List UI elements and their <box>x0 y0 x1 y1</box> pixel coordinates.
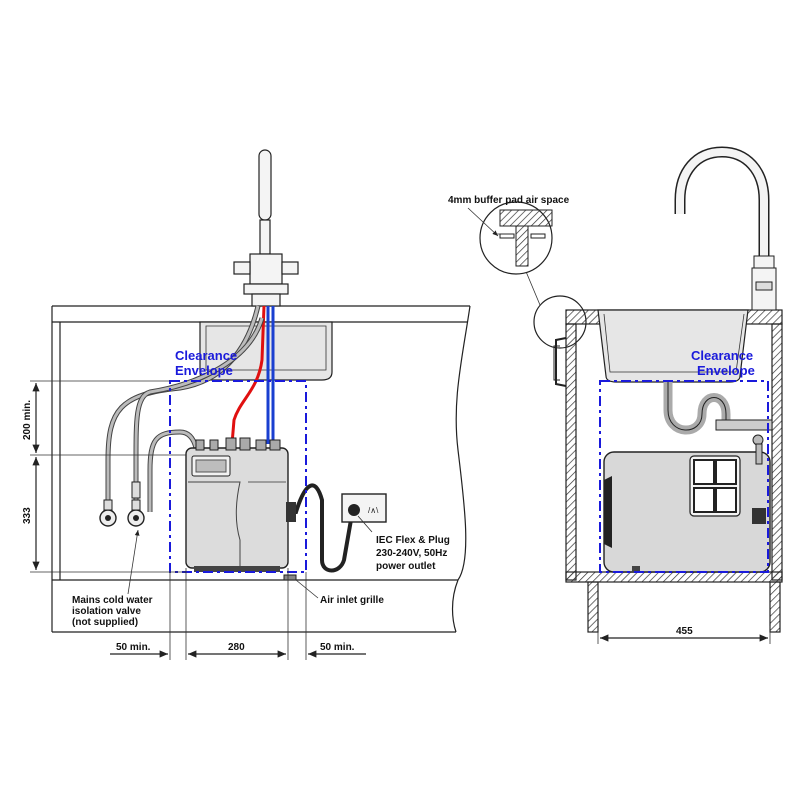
power-label-1: IEC Flex & Plug <box>376 535 450 546</box>
dim-200-min: 200 min. <box>22 400 33 440</box>
valve-leader <box>127 529 140 595</box>
front-view: /∧\ Clearance Envelope 200 min. 333 <box>22 149 471 660</box>
svg-text:/∧\: /∧\ <box>368 506 379 515</box>
grille-leader <box>295 579 319 599</box>
clearance-label-front-1: Clearance <box>175 348 237 363</box>
clearance-label-side-1: Clearance <box>691 348 753 363</box>
power-cable <box>286 483 354 573</box>
power-leader <box>357 515 373 533</box>
detail-circle-small <box>533 295 587 349</box>
boiler-unit-side <box>603 434 771 573</box>
sink-side <box>597 309 773 435</box>
buffer-leader <box>467 207 499 237</box>
clearance-envelope-front <box>169 380 307 573</box>
power-outlet: /∧\ <box>341 493 387 523</box>
dim-280: 280 <box>228 642 245 653</box>
pipes-front <box>105 305 275 512</box>
clearance-envelope-side <box>599 380 769 573</box>
faucet-front <box>233 149 299 307</box>
dim-455: 455 <box>676 626 693 637</box>
vertical-dimensions <box>30 380 186 573</box>
clearance-label-front-2: Envelope <box>175 363 233 378</box>
valve-label-2: isolation valve <box>72 606 141 617</box>
valve-label-3: (not supplied) <box>72 617 138 628</box>
detail-magnified <box>479 201 553 275</box>
dim-50-min-right: 50 min. <box>320 642 355 653</box>
depth-dimension <box>597 626 771 644</box>
dim-333: 333 <box>22 507 33 524</box>
sink-front <box>199 321 333 381</box>
faucet-side <box>674 146 777 311</box>
clearance-label-side-2: Envelope <box>697 363 755 378</box>
boiler-unit-front <box>185 437 289 572</box>
valve-label-1: Mains cold water <box>72 595 153 606</box>
power-label-2: 230-240V, 50Hz <box>376 548 447 559</box>
isolation-valves <box>99 481 145 527</box>
side-view: Clearance Envelope 455 4mm buffer pad ai… <box>448 146 783 644</box>
power-label-3: power outlet <box>376 561 436 572</box>
air-inlet-grille <box>283 574 297 581</box>
grille-label: Air inlet grille <box>320 595 384 606</box>
horizontal-dimensions <box>110 568 366 660</box>
buffer-label: 4mm buffer pad air space <box>448 195 570 206</box>
dim-50-min-left: 50 min. <box>116 642 151 653</box>
